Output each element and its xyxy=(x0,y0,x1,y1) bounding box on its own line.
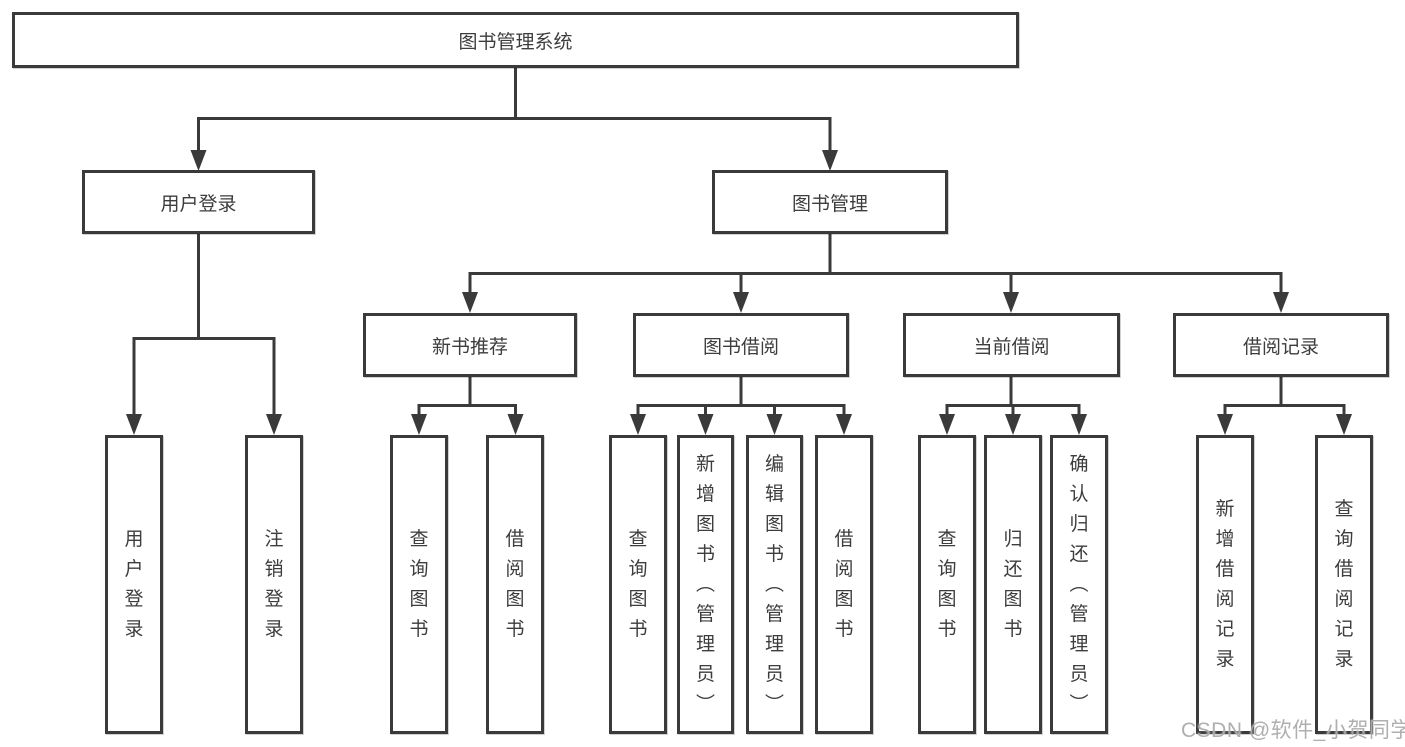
csdn-watermark: CSDN @软件_小贺同学 xyxy=(1181,719,1405,742)
node-borrowing-records: 借阅记录 xyxy=(1173,313,1389,377)
node-logout: 注 销 登 录 xyxy=(245,435,303,734)
node-query-borrow-record: 查 询 借 阅 记 录 xyxy=(1315,435,1373,734)
arrowheads xyxy=(126,150,1352,435)
node-return-books: 归 还 图 书 xyxy=(984,435,1042,734)
node-add-books-admin: 新 增 图 书 ︵ 管 理 员 ︶ xyxy=(677,435,734,734)
node-query-books-current: 查 询 图 书 xyxy=(918,435,976,734)
node-user-login-branch: 用户登录 xyxy=(82,170,315,234)
node-query-books-borrowing: 查 询 图 书 xyxy=(609,435,667,734)
node-current-borrowing: 当前借阅 xyxy=(903,313,1120,377)
node-edit-books-admin: 编 辑 图 书 ︵ 管 理 员 ︶ xyxy=(746,435,803,734)
node-add-borrow-record: 新 增 借 阅 记 录 xyxy=(1196,435,1254,734)
node-confirm-return-admin: 确 认 归 还 ︵ 管 理 员 ︶ xyxy=(1050,435,1108,734)
node-book-management-branch: 图书管理 xyxy=(712,170,948,234)
node-book-management-system: 图书管理系统 xyxy=(12,12,1019,68)
node-new-book-recommend: 新书推荐 xyxy=(363,313,577,377)
node-query-books-recommend: 查 询 图 书 xyxy=(390,435,448,734)
node-book-borrowing: 图书借阅 xyxy=(633,313,849,377)
node-borrow-books-borrowing: 借 阅 图 书 xyxy=(815,435,873,734)
node-borrow-books-recommend: 借 阅 图 书 xyxy=(486,435,544,734)
node-user-login-leaf: 用 户 登 录 xyxy=(105,435,163,734)
connector-group xyxy=(132,66,1346,418)
